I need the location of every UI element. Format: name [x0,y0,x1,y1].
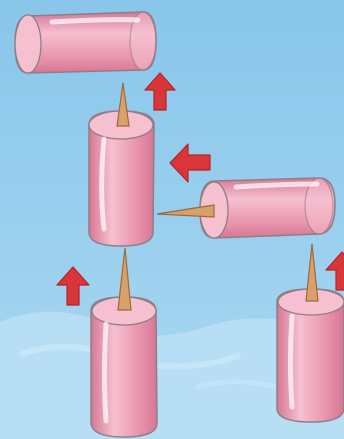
marshmallow-top-end-left [15,15,41,73]
marshmallow-middle [89,111,154,246]
marshmallow-right-shine [236,184,317,187]
marshmallow-top [15,12,156,73]
marshmallow-right [200,178,335,238]
marshmallow-middle-shine [102,139,104,229]
marshmallow-bottom-left [91,297,157,437]
marshmallow-bottom-left-shine [105,324,107,421]
marshmallow-bottom-right [277,289,344,422]
marshmallow-bottom-right-shine [291,316,293,407]
marshmallow-top-shine [52,20,138,22]
